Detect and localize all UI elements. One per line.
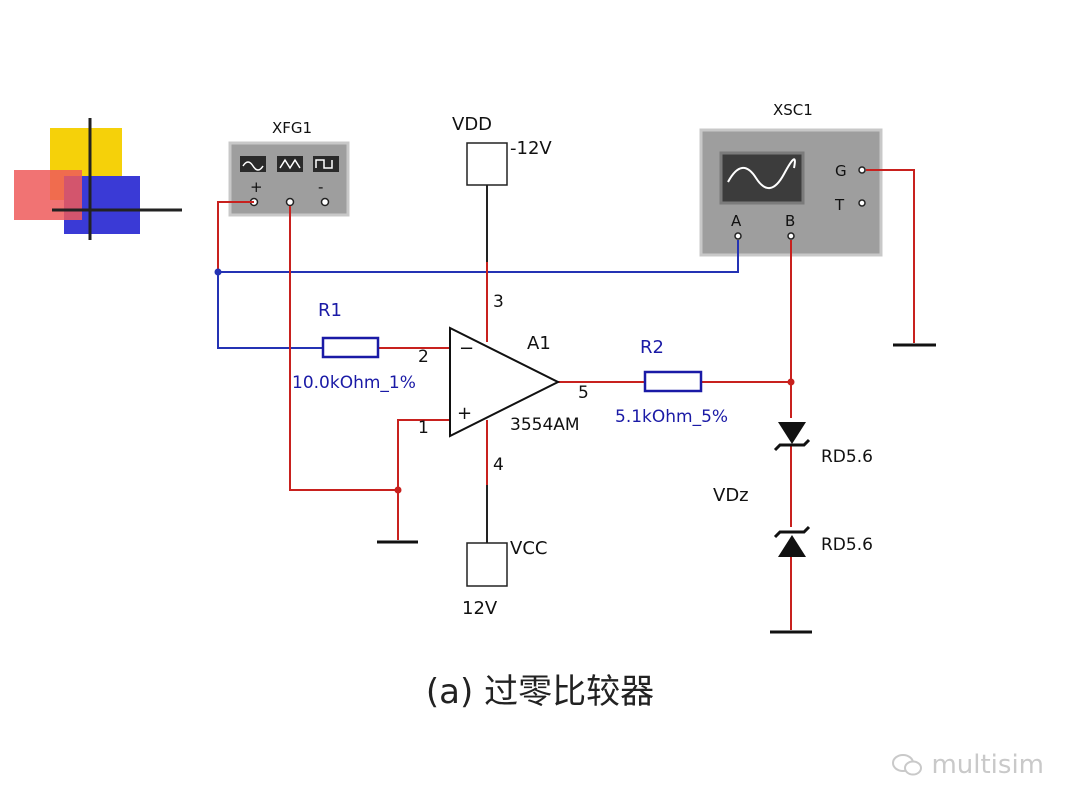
inverting-input-sign: − (459, 338, 474, 359)
zener-pair-ref: VDz (713, 485, 749, 506)
r2-ref: R2 (640, 337, 664, 358)
r1-value: 10.0kOhm_1% (292, 373, 416, 393)
xfg1-plus-terminal-label: + (250, 178, 263, 196)
scope-t-label: T (834, 196, 845, 214)
ground-symbols (377, 343, 936, 634)
watermark: multisim (891, 750, 1044, 780)
sine-icon (242, 161, 264, 171)
pin-5-label: 5 (578, 383, 589, 403)
xfg1-common-terminal[interactable] (285, 197, 295, 207)
resistor-r2[interactable]: R2 5.1kOhm_5% (615, 337, 728, 427)
scope-g-label: G (835, 162, 847, 180)
scope-b-label: B (785, 212, 795, 230)
scope-g-terminal[interactable] (858, 166, 866, 174)
scope-a-label: A (731, 212, 742, 230)
scope-t-terminal[interactable] (858, 199, 866, 207)
resistor-r1[interactable]: R1 10.0kOhm_1% (292, 300, 416, 393)
figure-caption: (a) 过零比较器 (425, 672, 655, 712)
wechat-icon (892, 754, 923, 776)
zener-diode-upper (778, 422, 806, 444)
noninverting-input-sign: + (457, 403, 472, 424)
sine-wave-button[interactable] (240, 156, 266, 172)
vdd-supply[interactable]: VDD -12V (452, 114, 552, 186)
xfg1-label: XFG1 (272, 119, 312, 137)
opamp-model: 3554AM (510, 415, 580, 435)
vcc-label: VCC (510, 538, 547, 559)
vdd-value: -12V (510, 138, 552, 159)
pin-3-label: 3 (493, 292, 504, 312)
square-icon (315, 159, 333, 169)
pin-2-label: 2 (418, 347, 429, 367)
pin-1-label: 1 (418, 418, 429, 438)
opamp-ref: A1 (527, 333, 551, 354)
opamp-a1[interactable]: − + A1 3554AM 2 1 3 4 5 (418, 292, 589, 475)
function-generator[interactable]: XFG1 + - (228, 119, 350, 217)
xsc1-label: XSC1 (773, 101, 813, 119)
triangle-icon (279, 158, 301, 170)
triangle-wave-button[interactable] (277, 156, 303, 172)
pin-4-label: 4 (493, 455, 504, 475)
oscilloscope[interactable]: XSC1 G T A B (699, 101, 883, 257)
zener-upper-value: RD5.6 (821, 447, 873, 467)
vcc-value: 12V (462, 598, 498, 619)
sine-trace-icon (727, 158, 796, 189)
square-wave-button[interactable] (313, 156, 339, 172)
xfg1-minus-terminal[interactable] (320, 197, 330, 207)
scope-a-terminal[interactable] (734, 232, 742, 240)
slide-logo (14, 118, 182, 240)
vcc-supply[interactable]: VCC 12V (462, 538, 547, 619)
scope-screen (719, 151, 805, 205)
scope-b-terminal[interactable] (787, 232, 795, 240)
r2-value: 5.1kOhm_5% (615, 407, 728, 427)
watermark-text: multisim (931, 750, 1044, 780)
zener-diode-pair[interactable]: VDz RD5.6 RD5.6 (713, 422, 873, 557)
r1-ref: R1 (318, 300, 342, 321)
zener-diode-lower (778, 535, 806, 557)
zener-lower-value: RD5.6 (821, 535, 873, 555)
wires (214, 169, 915, 630)
vdd-label: VDD (452, 114, 492, 135)
xfg1-minus-terminal-label: - (318, 178, 323, 196)
